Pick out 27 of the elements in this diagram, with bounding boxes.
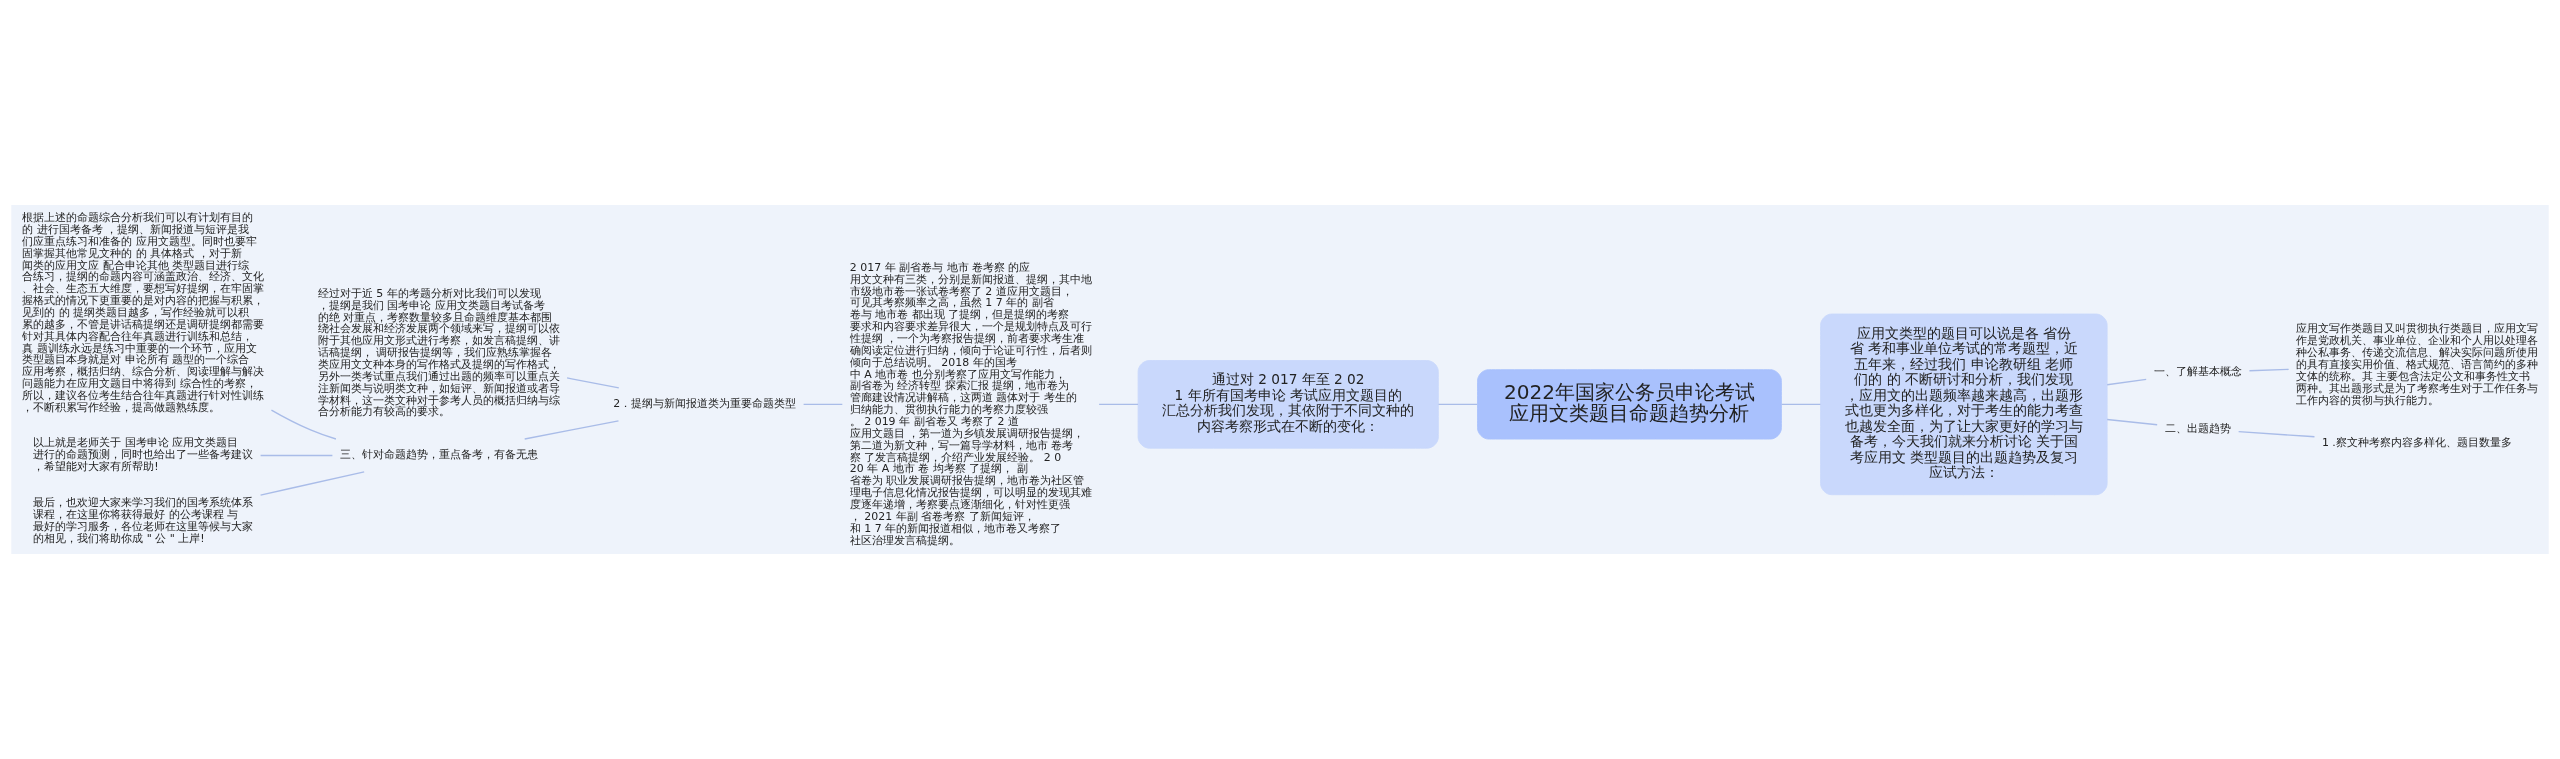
node-text: 2．提纲与新闻报道类为重要命题类型: [613, 397, 797, 411]
connector: [2248, 368, 2290, 372]
node-text: 应用文写作类题目又叫贯彻执行类题目，应用文写作是党政机关、事业单位、企业和个人用以处理各种公私事务、传递交流信息、解决实际问题所使用的具有直接实用价值、格式规范、语言简约的多种文体的统称。其 主要包含法定公文和事务性文书两种。其出题形式是为了考察考生对于工作任务与工作内容的贯彻与执行能力。: [2295, 322, 2538, 407]
node-box: 应用文类型的题目可以说是各 省份省 考和事业单位考试的常考题型，近五年来，经过我们 申论教研组 老师们的 的 不断研讨和分析，我们发现，应用文的出题频率越来越高，出题形式也更为多样化，对于考生的能力考查也越发全面，为了让大家更好的学习与备考，今天我们就来分析讨论 关于国考应用文 类型题目的出题趋势及复习应试方法：: [1820, 313, 2108, 496]
node-text: 一、了解基本概念: [2153, 365, 2242, 379]
connector: [802, 403, 843, 406]
connector: [1780, 403, 1822, 406]
node-text: 最后，也欢迎大家来学习我们的国考系统体系课程，在这里你将获得最好 的公考课程 与最好的学习服务，各位老师在这里等候与大家的相见，我们将助你成 " 公 " 上岸!: [33, 496, 254, 545]
connector: [259, 454, 334, 457]
connector: [2106, 418, 2158, 426]
node-box: 通过对 2 017 年至 2 021 年所有国考申论 考试应用文题目的汇总分析我们发现，其依附于不同文种的内容考察形式在不断的变化：: [1137, 360, 1439, 449]
node-text: 经过对于近 5 年的考题分析对比我们可以发现，提纲是我们 国考申论 应用文类题目考试备考的绝 对重点，考察数量较多且命题维度基本都围绕社会发展和经济发展两个领域来写，提纲可以依附于其他应用文形式进行考察，如发言稿提纲、讲话稿提纲， 调研报告提纲等，我们应熟练掌握各类应用文文种本身的写作格式及提纲的写作格式，另外一类考试重点我们通过出题的频率可以重点关注新闻类与说明类文种，如短评、新闻报道或者导学材料，这一类文种对于参考人员的概括归纳与综合分析能力有较高的要求。: [317, 286, 560, 419]
connector: [259, 471, 365, 496]
node-box: 2022年国家公务员申论考试应用文类题目命题趋势分析: [1477, 369, 1782, 440]
node-text: 三、针对命题趋势，重点备考，有备无患: [339, 448, 538, 462]
connector: [1437, 403, 1479, 406]
connector: [1098, 403, 1139, 406]
node-text: 二、出题趋势: [2164, 421, 2231, 435]
connector: [566, 377, 620, 389]
node-text: 1 .察文种考察内容多样化、题目数量多: [2321, 436, 2512, 450]
node-text: 根据上述的命题综合分析我们可以有计划有目的的 进行国考备考 ，提纲、新闻报道与短评是我们应重点练习和准备的 应用文题型。同时也要牢固掌握其他常见文种的 的 具体格式 ，对于新闻类的应用文应 配合申论其他 类型题目进行综合练习，提纲的命题内容可涵盖政治、经济、文化、社会、生态五大维度，要想写好提纲，在牢固掌握格式的情况下更重要的是对内容的把握与积累，见到的 的 提纲类题目越多，写作经验就可以积累的越多，不管是讲话稿提纲还是调研提纲都需要针对其具体内容配合往年真题进行训练和总结，真 题训练永远是练习中重要的一个环节，应用文类型题目本身就是对 申论所有 题型的一个综合应用考察，概括归纳、综合分析、阅读理解与解决问题能力在应用文题目中将得到 综合性的考察，所以，建议各位考生结合往年真题进行针对性训练，不断积累写作经验，提高做题熟练度。: [22, 211, 265, 414]
connector: [270, 409, 337, 440]
connector: [2106, 378, 2147, 386]
node-text: 以上就是老师关于 国考申论 应用文类题目进行的命题预测，同时也给出了一些备考建议，希望能对大家有所帮助!: [33, 436, 254, 474]
connector: [2237, 431, 2316, 438]
node-text: 2 017 年 副省卷与 地市 卷考察 的应用文文种有三类，分别是新闻报道、提纲，其中地市级地市卷一张试卷考察了 2 道应用文题目，可见其考察频率之高，虽然 1 7 年的 副省卷与 地市卷 都出现 了提纲，但是提纲的考察要求和内容要求差异很大，一个是规划特点及可行性提纲 ，一个为考察报告提纲，前者要求考生准确阅读定位进行归纳，倾向于论证可行性，后者则倾向于总结说明。 2018 年的国考中 A 地市卷 也分别考察了应用文写作能力，副省卷为 经济转型 探索汇报 提纲，地市卷为管廊建设情况讲解稿，这两道 题体对于 考生的归纳能力、贯彻执行能力的考察力度较强。 2 019 年 副省卷又 考察了 2 道应用文题目 ，第一道为乡镇发展调研报告提纲，第二道为新文种，写一篇导学材料，地市 卷考察 了发言稿提纲，介绍产业发展经验。 2 020 年 A 地市 卷 均考察 了提纲， 副省卷为 职业发展调研报告提纲，地市卷为社区管理电子信息化情况报告提纲，可以明显的发现其难度逐年递增，考察要点逐渐细化，针对性更强， 2021 年副 省卷考察 了新闻短评，和 1 7 年的新闻报道相似，地市卷又考察了社区治理发言稿提纲。: [849, 260, 1092, 547]
connector: [524, 420, 620, 440]
